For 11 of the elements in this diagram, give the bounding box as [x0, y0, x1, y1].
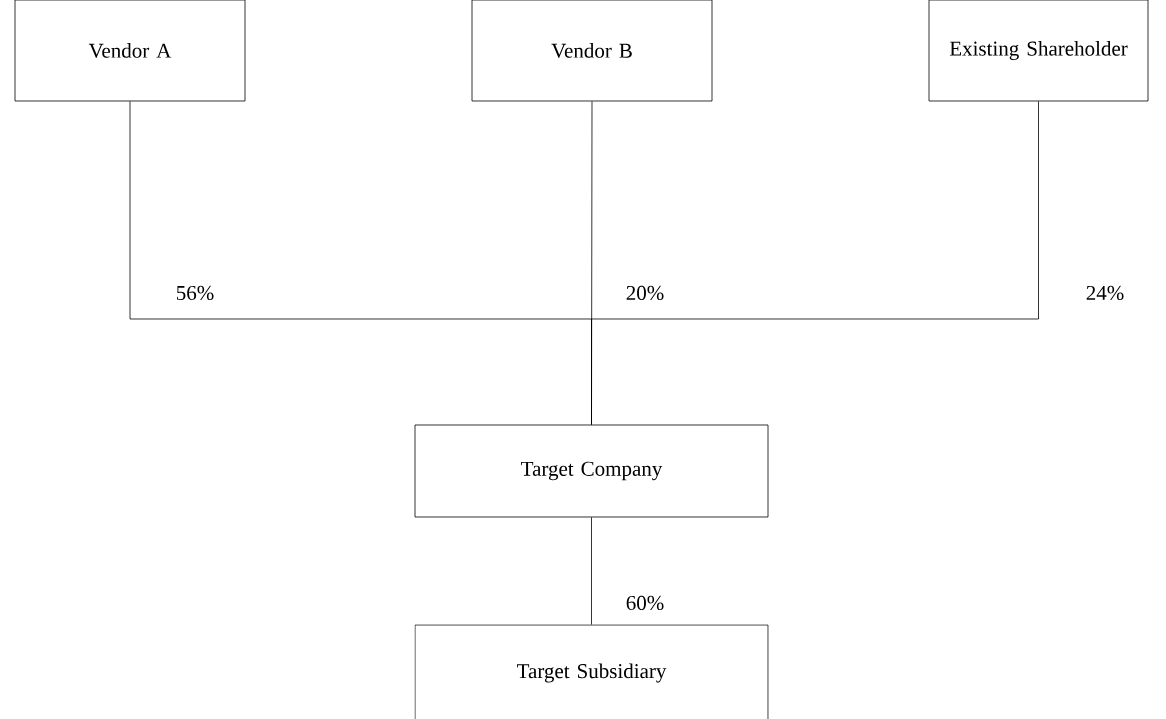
percentage-label: 24% — [1084, 284, 1126, 302]
percentage-label: 60% — [624, 594, 666, 612]
entity-box: Vendor B — [471, 0, 713, 102]
connector-line — [591, 517, 592, 625]
entity-box: Target Subsidiary — [414, 624, 769, 719]
entity-box: Target Company — [414, 424, 769, 518]
entity-box: Vendor A — [14, 0, 246, 102]
percentage-label: 56% — [174, 284, 216, 302]
entity-box: Existing Shareholder — [928, 0, 1149, 102]
percentage-label: 20% — [624, 284, 666, 302]
connector-line — [591, 100, 1039, 425]
